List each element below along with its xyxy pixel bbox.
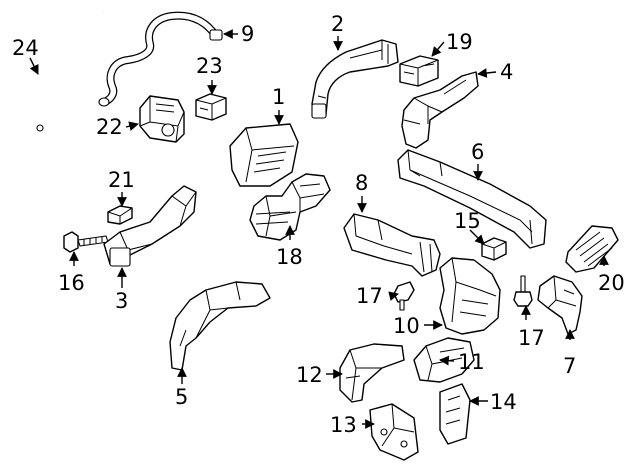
callout-9: 9 bbox=[241, 22, 254, 46]
callout-4: 4 bbox=[500, 60, 513, 84]
callout-12: 12 bbox=[296, 363, 323, 387]
part-13-bracket[interactable] bbox=[369, 403, 419, 461]
callout-8: 8 bbox=[355, 171, 368, 195]
part-20-vent[interactable] bbox=[565, 225, 619, 273]
callout-17-left: 17 bbox=[356, 284, 383, 308]
part-17-fastener-left[interactable] bbox=[393, 281, 415, 311]
part-19-connector[interactable] bbox=[399, 55, 439, 87]
callout-23: 23 bbox=[196, 54, 223, 78]
part-16-fastener[interactable] bbox=[63, 231, 109, 253]
callout-19: 19 bbox=[446, 30, 473, 54]
callout-13: 13 bbox=[330, 413, 357, 437]
part-1-vent[interactable] bbox=[229, 123, 299, 187]
callout-18: 18 bbox=[276, 245, 303, 269]
part-23-module[interactable] bbox=[195, 93, 227, 121]
callout-10: 10 bbox=[393, 314, 420, 338]
part-9-hose[interactable] bbox=[98, 11, 223, 107]
part-18-vent-assembly[interactable] bbox=[249, 173, 331, 241]
part-4-duct[interactable] bbox=[401, 71, 479, 149]
part-5-duct[interactable] bbox=[169, 281, 271, 371]
part-14-panel[interactable] bbox=[439, 383, 471, 445]
callout-7: 7 bbox=[563, 354, 576, 378]
part-24-drain-tube[interactable] bbox=[22, 11, 104, 132]
callout-11: 11 bbox=[458, 350, 485, 374]
part-15-clip[interactable] bbox=[481, 237, 507, 261]
callout-6: 6 bbox=[471, 140, 484, 164]
callout-21: 21 bbox=[108, 168, 135, 192]
callout-14: 14 bbox=[490, 390, 517, 414]
part-8-duct[interactable] bbox=[343, 213, 441, 277]
callout-2: 2 bbox=[331, 12, 344, 36]
callout-5: 5 bbox=[175, 385, 188, 409]
part-2-upper-duct[interactable] bbox=[311, 39, 399, 119]
callout-16: 16 bbox=[58, 271, 85, 295]
part-17-fastener-right[interactable] bbox=[513, 275, 533, 307]
part-12-duct[interactable] bbox=[339, 343, 405, 403]
part-22-bracket[interactable] bbox=[139, 95, 185, 143]
part-3-duct[interactable] bbox=[103, 185, 197, 267]
callout-24: 24 bbox=[12, 36, 39, 60]
callout-labels: 24 9 23 22 2 19 4 1 6 21 16 3 18 8 15 20… bbox=[12, 12, 625, 437]
callout-1: 1 bbox=[272, 85, 285, 109]
leader-lines bbox=[29, 29, 609, 429]
callout-15: 15 bbox=[454, 209, 481, 233]
callout-17-right: 17 bbox=[518, 326, 545, 350]
part-10-duct[interactable] bbox=[439, 257, 501, 335]
part-6-long-duct[interactable] bbox=[397, 149, 547, 249]
callout-22: 22 bbox=[96, 115, 123, 139]
part-7-bracket[interactable] bbox=[537, 275, 583, 335]
part-21-clip[interactable] bbox=[107, 205, 133, 225]
callout-20: 20 bbox=[598, 271, 625, 295]
callout-3: 3 bbox=[115, 289, 128, 313]
